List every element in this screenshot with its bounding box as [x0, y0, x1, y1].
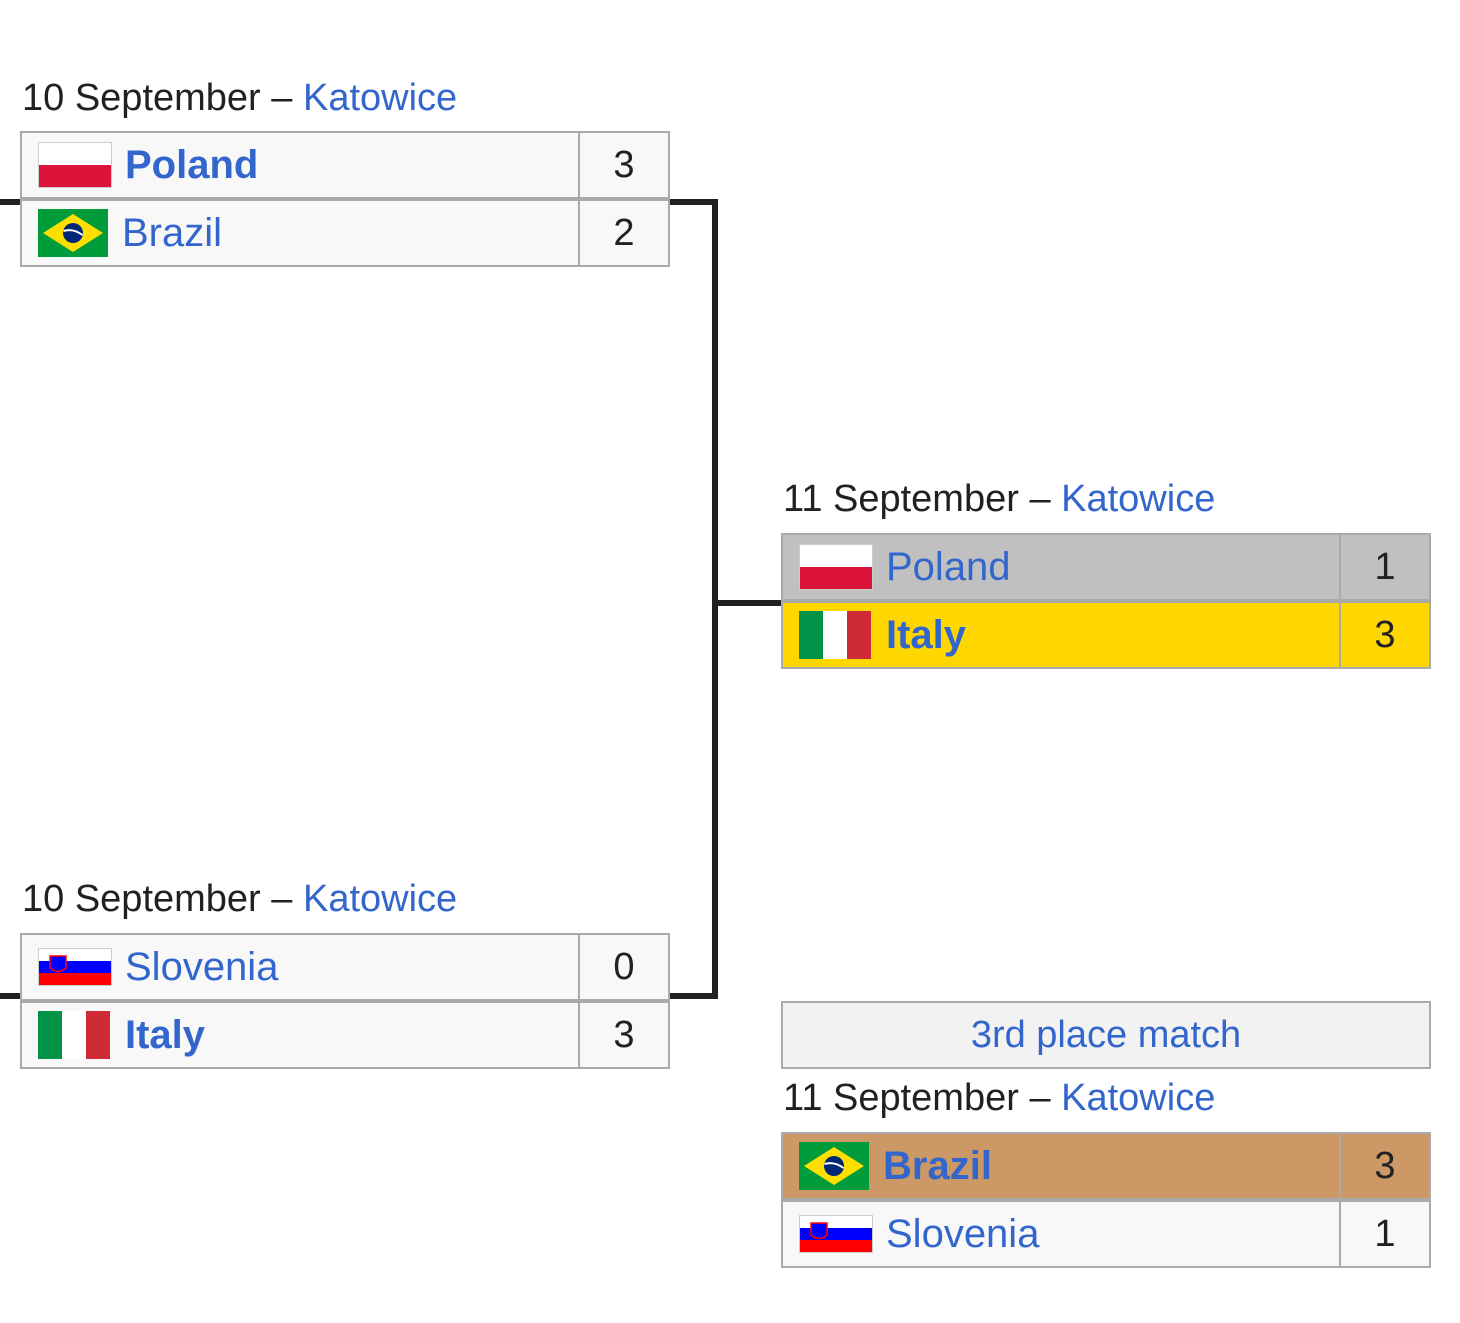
venue-link[interactable]: Katowice: [1061, 478, 1216, 520]
third-place-match-label[interactable]: 3rd place match: [781, 1001, 1431, 1069]
third-place-score-2: 1: [1339, 1200, 1431, 1268]
team-name-link[interactable]: Poland: [125, 142, 259, 187]
team-name-link[interactable]: Brazil: [122, 210, 223, 255]
slovenia-flag-icon: [799, 1215, 873, 1253]
third-place-team-2: Slovenia: [781, 1200, 1341, 1268]
date-venue-separator: –: [260, 878, 303, 920]
slovenia-flag-icon: [38, 948, 112, 986]
match-date: 11 September: [783, 1077, 1019, 1119]
italy-flag-icon: [799, 611, 871, 659]
bracket-line-bottom-horizontal: [670, 993, 718, 999]
match-date: 11 September: [783, 478, 1019, 520]
semifinal-1-header: 10 September – Katowice: [22, 76, 457, 120]
bracket-line-top-horizontal: [670, 199, 718, 205]
semifinal-2-score-1: 0: [578, 933, 670, 1001]
third-place-team-1: Brazil: [781, 1132, 1341, 1200]
semifinal-1-team-2: Brazil: [20, 199, 580, 267]
final-team-1: Poland: [781, 533, 1341, 601]
team-name-link[interactable]: Brazil: [883, 1143, 992, 1188]
team-name-link[interactable]: Slovenia: [125, 944, 279, 989]
brazil-flag-icon: [799, 1142, 869, 1190]
venue-link[interactable]: Katowice: [1061, 1077, 1216, 1119]
poland-flag-icon: [799, 544, 873, 590]
bracket-line-left-stub-top: [0, 199, 20, 205]
semifinal-1-score-2: 2: [578, 199, 670, 267]
bracket-line-left-stub-bottom: [0, 993, 20, 999]
semifinal-1-score-1: 3: [578, 131, 670, 199]
semifinal-2-score-2: 3: [578, 1001, 670, 1069]
semifinal-2-team-2: Italy: [20, 1001, 580, 1069]
final-header: 11 September – Katowice: [783, 477, 1215, 521]
team-name-link[interactable]: Italy: [125, 1012, 206, 1057]
semifinal-2-header: 10 September – Katowice: [22, 877, 457, 921]
bracket-line-vertical: [712, 199, 718, 999]
match-date: 10 September: [22, 878, 261, 920]
venue-link[interactable]: Katowice: [302, 878, 458, 920]
final-score-1: 1: [1339, 533, 1431, 601]
semifinal-2-team-1: Slovenia: [20, 933, 580, 1001]
semifinal-1-team-1: Poland: [20, 131, 580, 199]
venue-link[interactable]: Katowice: [302, 77, 458, 119]
team-name-link[interactable]: Slovenia: [886, 1211, 1040, 1256]
italy-flag-icon: [38, 1011, 110, 1059]
third-place-header: 11 September – Katowice: [783, 1076, 1215, 1120]
bracket-line-to-final: [712, 600, 782, 606]
final-team-2: Italy: [781, 601, 1341, 669]
brazil-flag-icon: [38, 209, 108, 257]
third-place-score-1: 3: [1339, 1132, 1431, 1200]
match-date: 10 September: [22, 77, 261, 119]
team-name-link[interactable]: Poland: [886, 544, 1011, 589]
team-name-link[interactable]: Italy: [886, 612, 967, 657]
final-score-2: 3: [1339, 601, 1431, 669]
date-venue-separator: –: [1018, 1077, 1062, 1119]
date-venue-separator: –: [1018, 478, 1062, 520]
poland-flag-icon: [38, 142, 112, 188]
date-venue-separator: –: [260, 77, 303, 119]
